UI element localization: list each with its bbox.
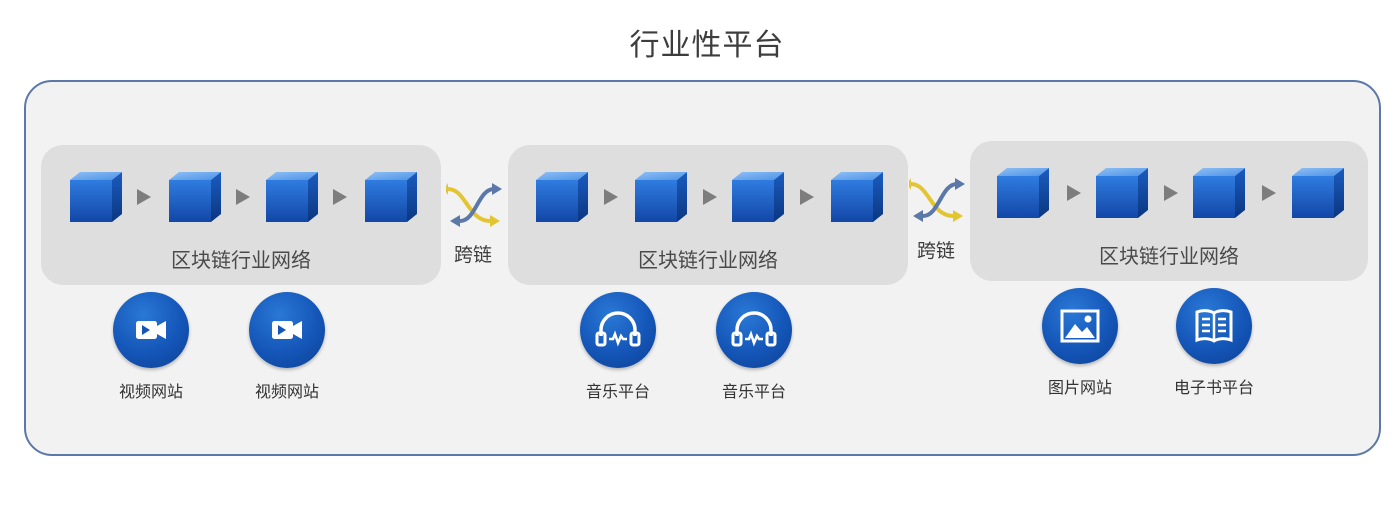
next-block-arrow-icon — [604, 189, 618, 205]
headphones-icon — [595, 311, 641, 347]
next-block-arrow-icon — [800, 189, 814, 205]
next-block-arrow-icon — [1067, 185, 1081, 201]
app-music-platform-1[interactable]: 音乐平台 — [548, 292, 688, 402]
app-label: 音乐平台 — [721, 382, 786, 401]
video-camera-icon — [272, 321, 302, 339]
headphones-icon — [731, 311, 777, 347]
network-label: 区块链行业网络 — [1099, 244, 1239, 268]
app-video-site-2[interactable]: 视频网站 — [217, 292, 357, 402]
app-ebook-platform[interactable]: 电子书平台 — [1144, 288, 1284, 398]
block-cube-icon — [169, 172, 221, 222]
next-block-arrow-icon — [137, 189, 151, 205]
cross-chain-icon — [446, 183, 502, 227]
app-image-site[interactable]: 图片网站 — [1010, 288, 1150, 398]
block-cube-icon — [1292, 168, 1344, 218]
network-label: 区块链行业网络 — [638, 248, 778, 272]
book-icon — [1195, 309, 1233, 343]
block-cube-icon — [266, 172, 318, 222]
block-cube-icon — [365, 172, 417, 222]
block-cube-icon — [70, 172, 122, 222]
block-cube-icon — [1096, 168, 1148, 218]
app-label: 图片网站 — [1047, 378, 1112, 397]
video-camera-icon — [136, 321, 166, 339]
app-music-platform-2[interactable]: 音乐平台 — [684, 292, 824, 402]
block-cube-icon — [831, 172, 883, 222]
app-label: 视频网站 — [118, 382, 183, 401]
image-icon — [1060, 309, 1100, 343]
next-block-arrow-icon — [333, 189, 347, 205]
app-icon-circle — [580, 292, 656, 368]
app-video-site-1[interactable]: 视频网站 — [81, 292, 221, 402]
page-title: 行业性平台 — [629, 28, 785, 63]
block-cube-icon — [997, 168, 1049, 218]
app-label: 音乐平台 — [585, 382, 650, 401]
app-label: 电子书平台 — [1173, 378, 1254, 397]
block-cube-icon — [1193, 168, 1245, 218]
app-icon-circle — [1042, 288, 1118, 364]
app-label: 视频网站 — [254, 382, 319, 401]
cross-chain-label: 跨链 — [454, 244, 493, 266]
next-block-arrow-icon — [703, 189, 717, 205]
next-block-arrow-icon — [236, 189, 250, 205]
cross-chain-label: 跨链 — [917, 240, 956, 262]
app-icon-circle — [1176, 288, 1252, 364]
app-icon-circle — [249, 292, 325, 368]
block-cube-icon — [536, 172, 588, 222]
next-block-arrow-icon — [1262, 185, 1276, 201]
block-cube-icon — [635, 172, 687, 222]
app-icon-circle — [113, 292, 189, 368]
app-icon-circle — [716, 292, 792, 368]
cross-chain-icon — [909, 178, 965, 222]
next-block-arrow-icon — [1164, 185, 1178, 201]
network-label: 区块链行业网络 — [171, 248, 311, 272]
block-cube-icon — [732, 172, 784, 222]
